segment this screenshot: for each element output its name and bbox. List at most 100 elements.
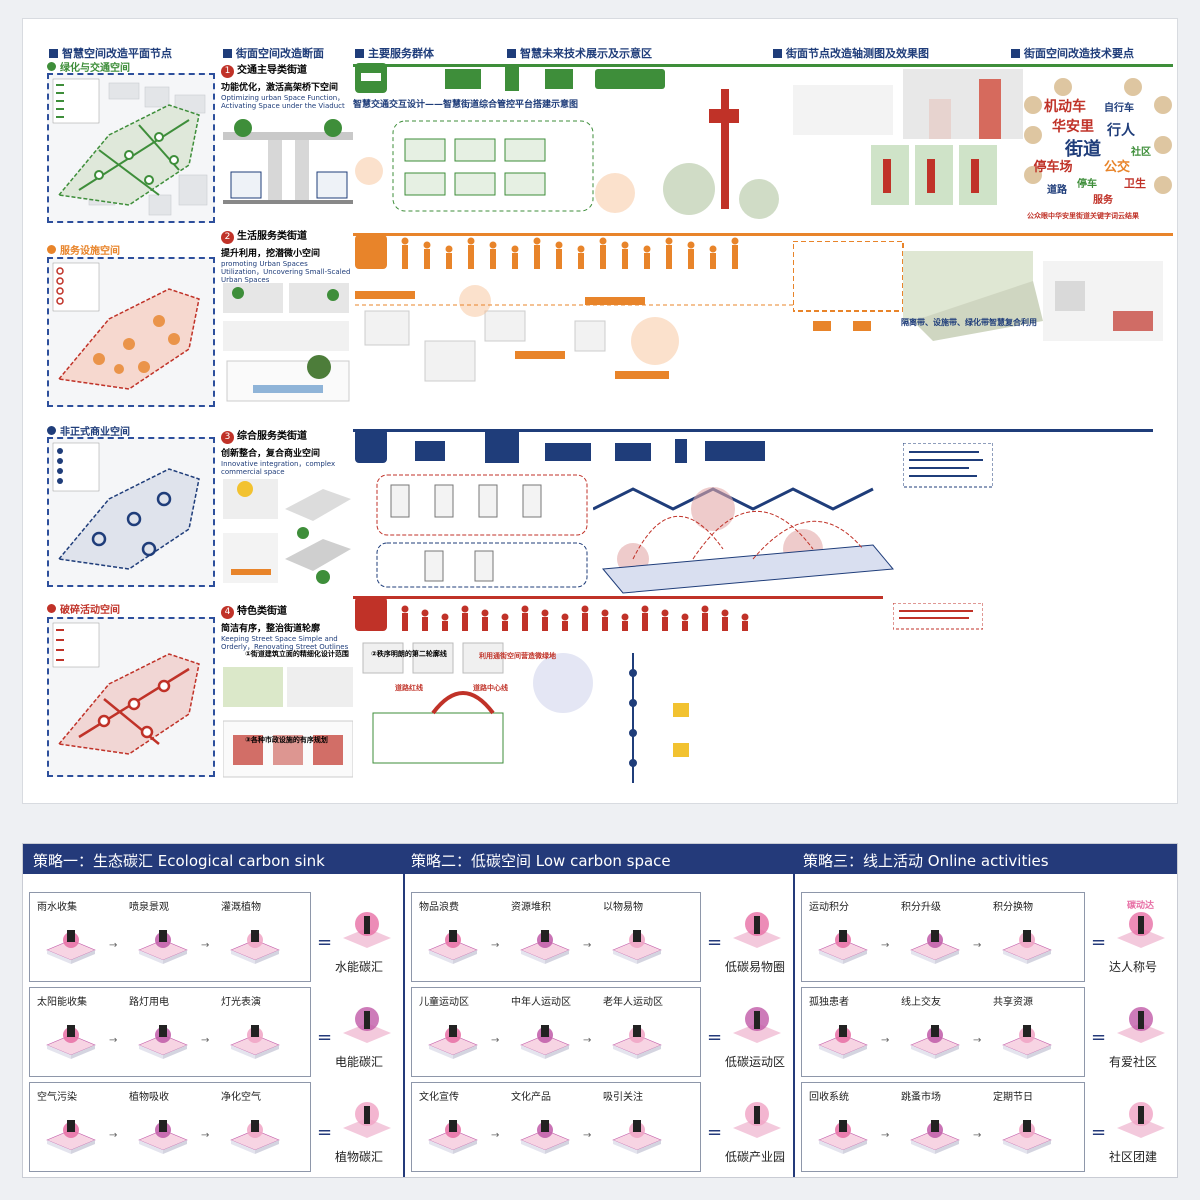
person-icon: [511, 245, 519, 253]
person-icon-body: [666, 245, 672, 269]
strategy-step-icon: [135, 1114, 191, 1154]
arrow-icon: →: [881, 940, 890, 951]
plan-map-orange: [47, 257, 215, 407]
orange-map-graphic: [52, 262, 200, 390]
equals-icon: =: [317, 932, 333, 953]
outline-note: ②秩序明朗的第二轮廓线: [371, 650, 447, 658]
person-icon: [501, 613, 509, 621]
equals-icon: =: [707, 1027, 723, 1048]
word-cloud-caption: 公众眼中华安里街道关键字词云结果: [1027, 212, 1139, 220]
strategy-step-icon: [815, 924, 871, 964]
strategy-step-icon: [815, 1019, 871, 1059]
arrow-icon: →: [583, 1130, 592, 1141]
badge-text: 碳动达: [1127, 901, 1155, 911]
strategy-step-icon: [609, 924, 665, 964]
person-icon-body: [482, 617, 488, 631]
micro-green-caption: 利用通街空间营造微绿地: [479, 652, 556, 660]
person-icon: [701, 605, 709, 613]
pedestrian-icons: [355, 235, 739, 269]
word-cloud: 机动车自行车华安里行人街道停车场公交停车卫生道路服务社区: [1024, 78, 1172, 206]
person-icon: [681, 613, 689, 621]
word-cloud-word: 行人: [1106, 122, 1136, 139]
strategy-step-label: 共享资源: [993, 997, 1033, 1008]
strategy-step-label: 太阳能收集: [37, 997, 87, 1008]
person-icon: [581, 605, 589, 613]
strategy-step-icon: [43, 1114, 99, 1154]
strategy-step-icon: [815, 1114, 871, 1154]
equals-icon: =: [707, 1122, 723, 1143]
strategy-step-label: 植物吸收: [129, 1092, 169, 1103]
person-icon-body: [502, 621, 508, 631]
person-icon-body: [522, 613, 528, 631]
person-icon: [561, 613, 569, 621]
person-icon: [687, 241, 695, 249]
smart-pole-graphic: [663, 89, 779, 219]
person-icon: [665, 237, 673, 245]
strategy-result-icon: [729, 1100, 785, 1140]
strategy-step-icon: [425, 1114, 481, 1154]
separation-zone-caption: 隔离带、设施带、绿化带智慧复合利用: [901, 318, 1037, 327]
strategy-step-label: 孤独患者: [809, 997, 849, 1008]
arrow-icon: →: [973, 1130, 982, 1141]
person-icon: [621, 613, 629, 621]
map-label-green: 绿化与交通空间: [47, 59, 130, 74]
word-cloud-word: 卫生: [1124, 176, 1146, 190]
strategy-step-icon: [907, 924, 963, 964]
strategy-result-label: 低碳运动区: [725, 1055, 786, 1069]
blue-map-graphic: [52, 442, 200, 570]
person-icon-body: [600, 245, 606, 269]
strategy-step-icon: [227, 1019, 283, 1059]
strategy-step-label: 定期节日: [993, 1092, 1033, 1103]
arrow-icon: →: [583, 1035, 592, 1046]
person-icon-body: [722, 617, 728, 631]
word-cloud-word: 机动车: [1044, 98, 1086, 115]
equals-icon: =: [1091, 932, 1107, 953]
arrow-icon: →: [201, 1035, 210, 1046]
strategy-step-label: 资源堆积: [511, 902, 551, 913]
person-icon: [467, 237, 475, 245]
strategy-step-icon: [907, 1114, 963, 1154]
strategy-step-label: 运动积分: [809, 902, 849, 913]
service-groups-header: 主要服务群体: [355, 45, 434, 61]
strategy-step-label: 儿童运动区: [419, 997, 469, 1008]
facility-note: ③各种市政设施的有序规划: [245, 736, 328, 744]
person-icon-body: [662, 617, 668, 631]
red-map-graphic: [52, 622, 200, 755]
strategy-step-icon: [517, 1114, 573, 1154]
strategy-step-label: 积分换物: [993, 902, 1033, 913]
person-icon: [441, 613, 449, 621]
person-icon-body: [468, 245, 474, 269]
strategy-step-icon: [999, 1019, 1055, 1059]
person-icon-body: [710, 253, 716, 269]
person-icon-body: [562, 621, 568, 631]
plan-map-blue: [47, 437, 215, 587]
strategy-result-icon: [729, 1005, 785, 1045]
strategy-result-icon: [339, 910, 395, 950]
strategy-panel: 策略一：生态碳汇 Ecological carbon sink 策略二：低碳空间…: [22, 843, 1178, 1178]
arrow-icon: →: [881, 1035, 890, 1046]
feature-street-graphic: [223, 667, 353, 778]
arrow-icon: →: [491, 940, 500, 951]
strategy-step-icon: [425, 924, 481, 964]
strategy-result-label: 植物碳汇: [335, 1150, 384, 1164]
strategy-step-label: 线上交友: [901, 997, 941, 1008]
strategy-step-label: 中年人运动区: [511, 997, 571, 1008]
strategy-step-icon: [135, 1019, 191, 1059]
person-icon: [709, 245, 717, 253]
word-cloud-word: 停车场: [1033, 159, 1072, 175]
arrow-icon: →: [973, 940, 982, 951]
strategy-result-label: 达人称号: [1109, 960, 1158, 974]
person-icon-body: [582, 613, 588, 631]
app-steps-diagram: [376, 474, 588, 588]
strategy-step-label: 吸引关注: [603, 1092, 643, 1103]
strategy-step-icon: [609, 1019, 665, 1059]
green-map-graphic: [52, 78, 208, 216]
person-icon: [601, 609, 609, 617]
strategy-step-icon: [999, 1114, 1055, 1154]
strategy-result-label: 有爱社区: [1109, 1055, 1158, 1069]
cyclist-icons: [355, 597, 749, 631]
strategy-result-icon: [339, 1005, 395, 1045]
person-icon-body: [542, 617, 548, 631]
strategy-result-label: 低碳易物圈: [725, 960, 786, 974]
